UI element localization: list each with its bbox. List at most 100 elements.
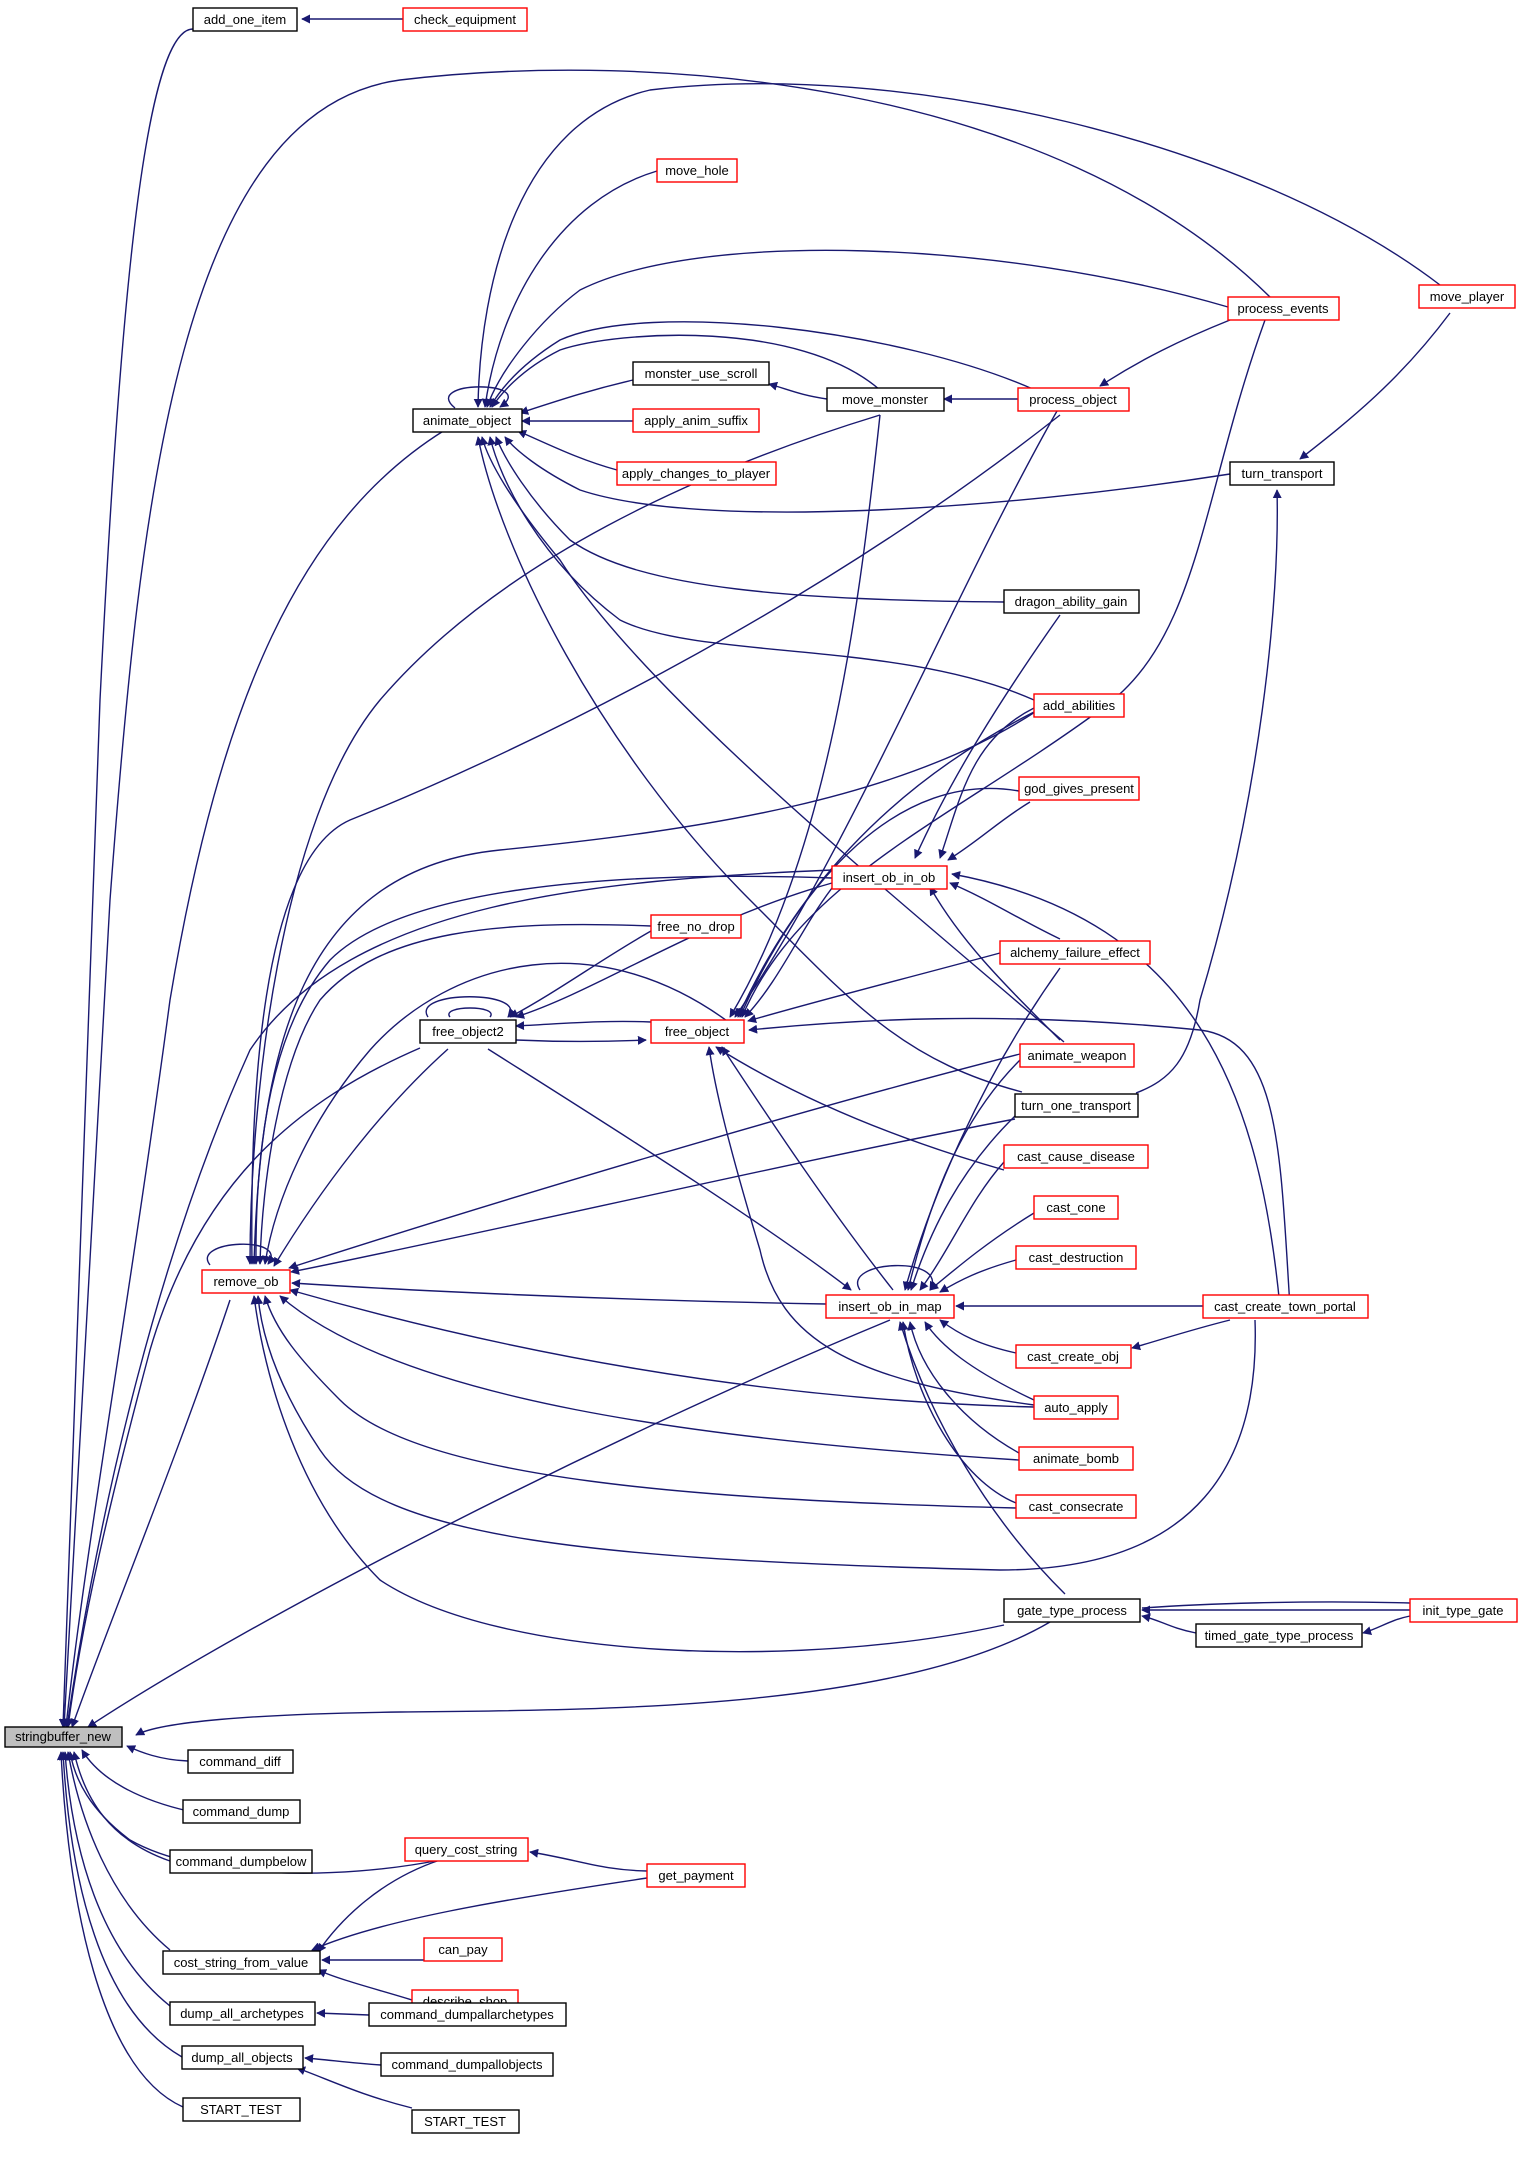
node-process_events[interactable]: process_events — [1227, 296, 1340, 321]
edge-turn_one_transport-animate_object — [475, 436, 1023, 1093]
node-dump_all_archetypes[interactable]: dump_all_archetypes — [169, 2001, 316, 2026]
svg-text:alchemy_failure_effect: alchemy_failure_effect — [1010, 945, 1140, 960]
node-START_TEST-b[interactable]: START_TEST — [411, 2109, 520, 2134]
edge-alchemy_failure_effect-insert_ob_in_map — [902, 967, 1061, 1291]
svg-text:remove_ob: remove_ob — [213, 1274, 278, 1289]
node-animate_bomb[interactable]: animate_bomb — [1018, 1446, 1134, 1471]
node-cast_destruction[interactable]: cast_destruction — [1015, 1245, 1137, 1270]
edge-move_player-animate_object — [473, 83, 1441, 408]
edge-move_monster-remove_ob — [245, 414, 881, 1265]
node-god_gives_present[interactable]: god_gives_present — [1018, 776, 1140, 801]
node-apply_anim_suffix[interactable]: apply_anim_suffix — [632, 408, 760, 433]
node-auto_apply[interactable]: auto_apply — [1033, 1395, 1119, 1420]
node-START_TEST-a[interactable]: START_TEST — [182, 2097, 301, 2122]
node-add_one_item[interactable]: add_one_item — [192, 7, 298, 32]
svg-text:process_events: process_events — [1237, 301, 1329, 316]
edge-init_type_gate-gate_type_process-b — [1141, 1601, 1411, 1609]
edge-animate_bomb-remove_ob — [279, 1295, 1020, 1461]
node-command_dumpbelow[interactable]: command_dumpbelow — [169, 1849, 313, 1874]
svg-text:stringbuffer_new: stringbuffer_new — [15, 1729, 111, 1744]
node-free_object[interactable]: free_object — [650, 1019, 745, 1044]
edge-process_events-free_object — [741, 319, 1266, 1018]
edge-START_TEST_b-dump_all_objects — [296, 2066, 413, 2109]
node-add_abilities[interactable]: add_abilities — [1033, 693, 1125, 718]
node-cast_cone[interactable]: cast_cone — [1033, 1195, 1119, 1220]
svg-text:gate_type_process: gate_type_process — [1017, 1603, 1127, 1618]
edge-free_object-remove_ob — [261, 962, 740, 1265]
edge-process_object-remove_ob — [247, 414, 1061, 1265]
node-free_object2[interactable]: free_object2 — [419, 1019, 517, 1044]
node-animate_object[interactable]: animate_object — [412, 408, 523, 433]
svg-text:cost_string_from_value: cost_string_from_value — [174, 1955, 308, 1970]
node-cast_cause_disease[interactable]: cast_cause_disease — [1003, 1144, 1149, 1169]
node-query_cost_string[interactable]: query_cost_string — [404, 1837, 529, 1862]
edge-cast_cone-insert_ob_in_map — [929, 1212, 1035, 1291]
node-command_dumpallobjects[interactable]: command_dumpallobjects — [380, 2052, 554, 2077]
edge-alchemy_failure_effect-free_object — [747, 952, 1001, 1024]
node-insert_ob_in_ob[interactable]: insert_ob_in_ob — [831, 865, 948, 890]
node-check_equipment[interactable]: check_equipment — [402, 7, 528, 32]
node-command_dumpallarchetypes[interactable]: command_dumpallarchetypes — [368, 2002, 567, 2027]
node-stringbuffer_new[interactable]: stringbuffer_new — [4, 1726, 123, 1748]
edge-free_object2-stringbuffer_new — [64, 1047, 421, 1728]
svg-text:command_dumpallarchetypes: command_dumpallarchetypes — [380, 2007, 554, 2022]
node-timed_gate_type_process[interactable]: timed_gate_type_process — [1195, 1623, 1363, 1648]
svg-text:command_diff: command_diff — [199, 1754, 281, 1769]
svg-text:insert_ob_in_ob: insert_ob_in_ob — [843, 870, 936, 885]
svg-text:add_one_item: add_one_item — [204, 12, 286, 27]
edge-god_gives_present-insert_ob_in_ob — [947, 801, 1031, 861]
edge-turn_transport-animate_object — [504, 436, 1231, 513]
edge-gate_type_process-stringbuffer_new — [135, 1621, 1051, 1736]
edge-describe_shop-cost_string_from_value — [317, 1969, 413, 2001]
node-can_pay[interactable]: can_pay — [423, 1937, 503, 1962]
edge-insert_ob_in_ob-free_object2 — [515, 882, 833, 1019]
node-move_hole[interactable]: move_hole — [656, 158, 738, 183]
node-process_object[interactable]: process_object — [1017, 387, 1130, 412]
svg-text:dump_all_objects: dump_all_objects — [191, 2050, 293, 2065]
node-dragon_ability_gain[interactable]: dragon_ability_gain — [1003, 589, 1140, 614]
edge-auto_apply-remove_ob — [289, 1287, 1035, 1408]
node-cast_consecrate[interactable]: cast_consecrate — [1015, 1494, 1137, 1519]
svg-text:query_cost_string: query_cost_string — [415, 1842, 518, 1857]
edge-animate_weapon-animate_object — [479, 436, 1065, 1043]
edge-free_no_drop-free_object2 — [509, 930, 652, 1018]
edge-dump_all_archetypes-stringbuffer_new — [61, 1751, 171, 2007]
node-cast_create_obj[interactable]: cast_create_obj — [1015, 1344, 1132, 1369]
node-insert_ob_in_map[interactable]: insert_ob_in_map — [825, 1294, 955, 1319]
node-remove_ob[interactable]: remove_ob — [201, 1269, 291, 1294]
node-cost_string_from_value[interactable]: cost_string_from_value — [162, 1950, 321, 1975]
edge-free_object-free_object2 — [515, 1020, 652, 1031]
node-gate_type_process[interactable]: gate_type_process — [1003, 1598, 1141, 1623]
edge-insert_ob_in_map-free_object — [721, 1046, 894, 1291]
edges — [56, 14, 1451, 2109]
edge-animate_object-stringbuffer_new — [62, 429, 446, 1728]
node-command_diff[interactable]: command_diff — [187, 1749, 294, 1774]
edge-move_player-turn_transport — [1299, 312, 1451, 460]
node-init_type_gate[interactable]: init_type_gate — [1409, 1598, 1518, 1623]
svg-text:auto_apply: auto_apply — [1044, 1400, 1108, 1415]
node-turn_transport[interactable]: turn_transport — [1229, 461, 1335, 486]
edge-monster_use_scroll-animate_object — [519, 379, 634, 415]
edge-timed_gate_type_process-gate_type_process — [1141, 1613, 1197, 1634]
svg-text:god_gives_present: god_gives_present — [1024, 781, 1134, 796]
svg-text:command_dumpallobjects: command_dumpallobjects — [391, 2057, 543, 2072]
node-alchemy_failure_effect[interactable]: alchemy_failure_effect — [999, 940, 1151, 965]
svg-text:dragon_ability_gain: dragon_ability_gain — [1015, 594, 1128, 609]
edge-free_object2-self-b — [448, 1007, 492, 1018]
edge-apply_changes_to_player-animate_object — [517, 430, 618, 471]
node-animate_weapon[interactable]: animate_weapon — [1019, 1043, 1135, 1068]
node-dump_all_objects[interactable]: dump_all_objects — [181, 2045, 304, 2070]
node-apply_changes_to_player[interactable]: apply_changes_to_player — [616, 461, 777, 486]
node-cast_create_town_portal[interactable]: cast_create_town_portal — [1202, 1294, 1369, 1319]
edge-self-animate_object — [447, 386, 510, 409]
edge-animate_weapon-insert_ob_in_ob — [929, 886, 1061, 1041]
node-get_payment[interactable]: get_payment — [646, 1863, 746, 1888]
svg-text:cast_consecrate: cast_consecrate — [1029, 1499, 1124, 1514]
node-free_no_drop[interactable]: free_no_drop — [650, 914, 742, 939]
node-move_monster[interactable]: move_monster — [826, 387, 945, 412]
node-monster_use_scroll[interactable]: monster_use_scroll — [632, 361, 770, 386]
node-turn_one_transport[interactable]: turn_one_transport — [1014, 1093, 1139, 1118]
node-move_player[interactable]: move_player — [1418, 284, 1516, 309]
node-command_dump[interactable]: command_dump — [182, 1799, 301, 1824]
edge-remove_ob-stringbuffer_new — [70, 1299, 231, 1728]
